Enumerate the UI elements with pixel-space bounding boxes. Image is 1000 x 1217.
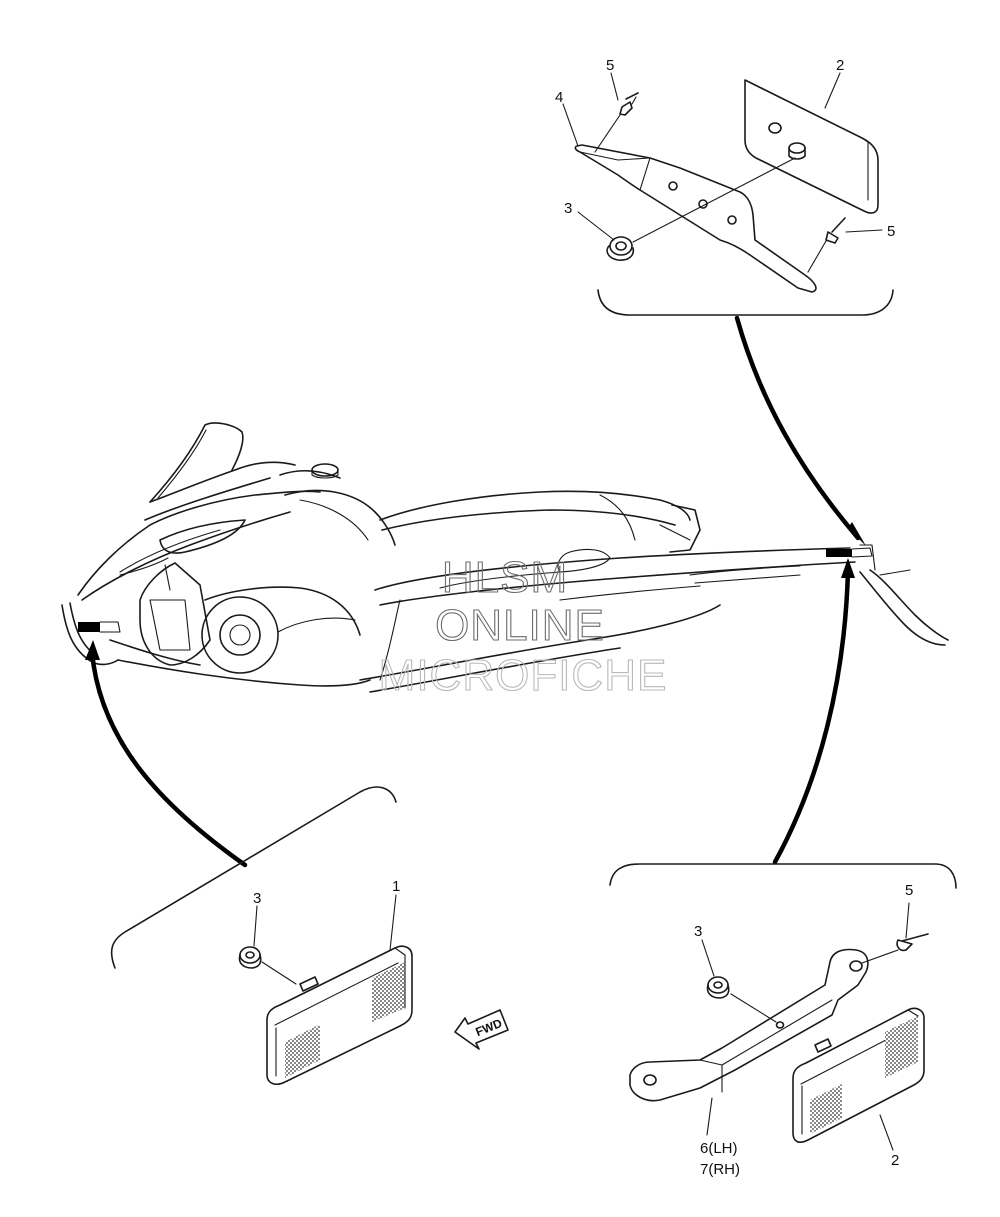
label-rear-2: 2 — [891, 1152, 899, 1169]
rear-detail-arrowhead — [841, 558, 855, 578]
label-rear-5: 5 — [905, 882, 913, 899]
fwd-direction-arrow: FWD — [454, 1009, 509, 1050]
label-rear-7: 7(RH) — [700, 1161, 740, 1178]
top-nut-3 — [609, 236, 633, 256]
leader-top-4 — [562, 103, 579, 147]
label-front-1: 1 — [392, 878, 400, 895]
leader-top-5a — [610, 72, 619, 101]
rear-rivet-5 — [896, 933, 929, 952]
front-reflector-marker — [78, 622, 100, 632]
label-front-3: 3 — [253, 890, 261, 907]
rear-nut-3 — [707, 976, 729, 994]
top-detail-curve — [734, 315, 861, 541]
top-rivet-5b — [825, 217, 846, 244]
label-rear-3: 3 — [694, 923, 702, 940]
top-detail-arrowhead — [848, 522, 866, 546]
front-detail-curve — [89, 649, 248, 868]
front-nut-3 — [239, 946, 261, 964]
rear-detail-group — [629, 902, 929, 1151]
top-detail-group — [562, 72, 883, 293]
callout-labels: 4 5 2 3 5 3 1 3 5 6(LH) 7(RH) 2 — [253, 57, 913, 1178]
callout-curves — [85, 315, 866, 868]
top-detail-frame — [597, 289, 894, 316]
watermark-line-1: HLSM — [442, 553, 568, 602]
top-reflector-plate — [744, 79, 879, 214]
leader-top-3 — [577, 211, 615, 241]
left-detail-frame — [110, 786, 397, 969]
leader-top-5b — [845, 229, 883, 233]
leader-top-2 — [824, 72, 841, 109]
rear-detail-curve — [772, 567, 851, 865]
leader-top-3b — [632, 157, 796, 243]
rear-bracket — [629, 948, 869, 1102]
watermark-line-3: MICROFICHE — [379, 651, 668, 700]
label-top-4: 4 — [555, 89, 563, 106]
right-detail-frame — [609, 863, 957, 889]
rear-reflector-marker — [826, 549, 852, 557]
watermark: HLSM ONLINE MICROFICHE — [378, 552, 668, 700]
snowmobile-illustration — [61, 422, 949, 693]
top-rivet-5a — [619, 92, 639, 116]
front-detail-arrowhead — [85, 640, 100, 660]
watermark-line-2: ONLINE — [435, 601, 605, 650]
label-top-2: 2 — [836, 57, 844, 74]
label-top-5a: 5 — [606, 57, 614, 74]
label-top-3: 3 — [564, 200, 572, 217]
label-top-5b: 5 — [887, 223, 895, 240]
front-detail-group — [238, 894, 413, 1085]
label-rear-6: 6(LH) — [700, 1140, 738, 1157]
